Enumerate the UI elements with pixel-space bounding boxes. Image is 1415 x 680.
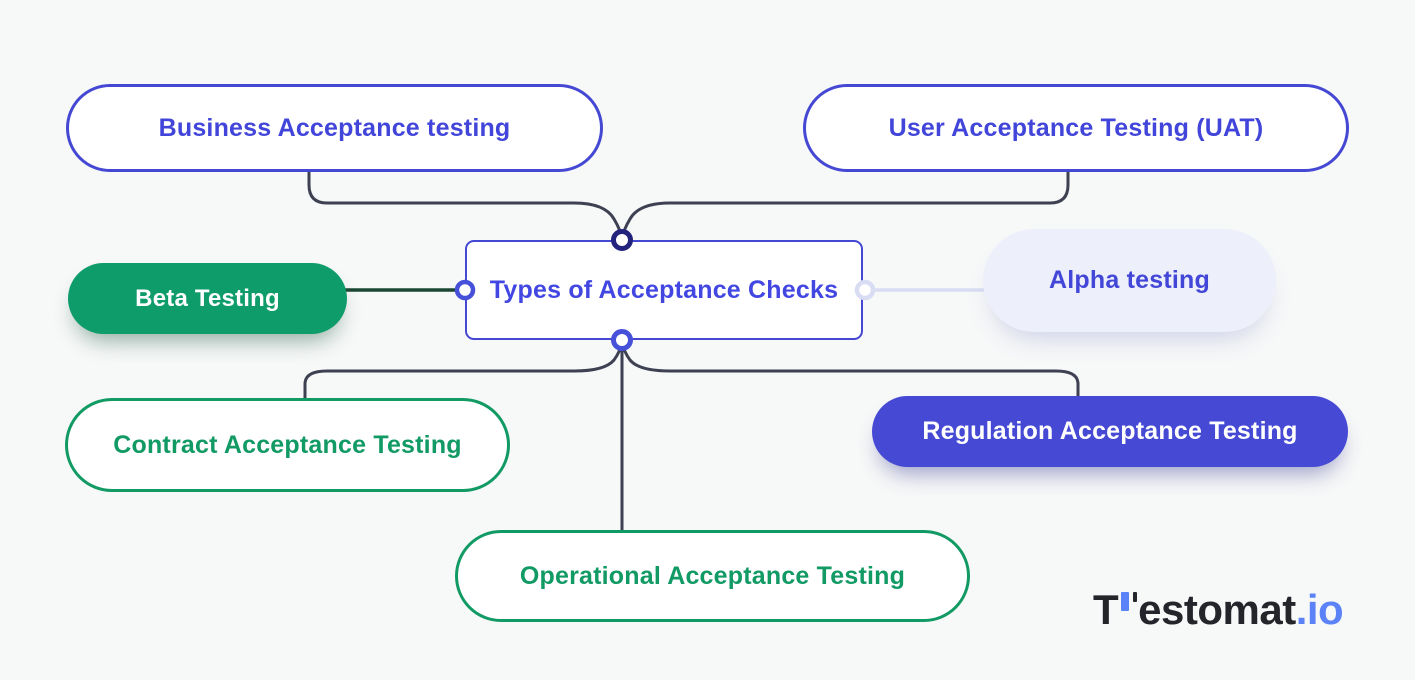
node-label: Alpha testing (1049, 266, 1210, 294)
logo-dark-tick-icon (1133, 592, 1138, 602)
node-business-acceptance-testing[interactable]: Business Acceptance testing (66, 84, 603, 172)
edge-business-central (307, 172, 624, 239)
logo-blue-tick-icon (1121, 592, 1130, 611)
central-right-connector-dot-ring (854, 279, 876, 301)
node-label: User Acceptance Testing (UAT) (888, 113, 1264, 142)
node-label: Beta Testing (135, 284, 280, 312)
node-label: Business Acceptance testing (158, 113, 511, 142)
node-label: Contract Acceptance Testing (113, 430, 462, 459)
logo-text-estomat: estomat (1138, 586, 1296, 633)
edge-central-regulation (620, 341, 1080, 396)
testomat-logo[interactable]: T estomat .io (1093, 582, 1344, 638)
edge-uat-central (620, 172, 1070, 239)
edge-central-contract (303, 341, 624, 398)
logo-letter-t: T (1093, 586, 1119, 633)
node-types-of-acceptance-checks[interactable]: Types of Acceptance Checks (465, 240, 863, 340)
central-node-label: Types of Acceptance Checks (489, 275, 839, 304)
node-label: Regulation Acceptance Testing (922, 417, 1298, 445)
node-regulation-acceptance-testing[interactable]: Regulation Acceptance Testing (872, 396, 1348, 467)
logo-text-io: .io (1295, 586, 1344, 633)
central-top-connector-dot (611, 229, 633, 251)
central-left-connector-dot (454, 279, 476, 301)
node-operational-acceptance-testing[interactable]: Operational Acceptance Testing (455, 530, 970, 622)
node-beta-testing[interactable]: Beta Testing (68, 263, 347, 334)
node-user-acceptance-testing[interactable]: User Acceptance Testing (UAT) (803, 84, 1349, 172)
central-bottom-connector-dot (611, 329, 633, 351)
node-label: Operational Acceptance Testing (519, 561, 906, 590)
node-contract-acceptance-testing[interactable]: Contract Acceptance Testing (65, 398, 510, 492)
node-alpha-testing[interactable]: Alpha testing (983, 229, 1276, 332)
